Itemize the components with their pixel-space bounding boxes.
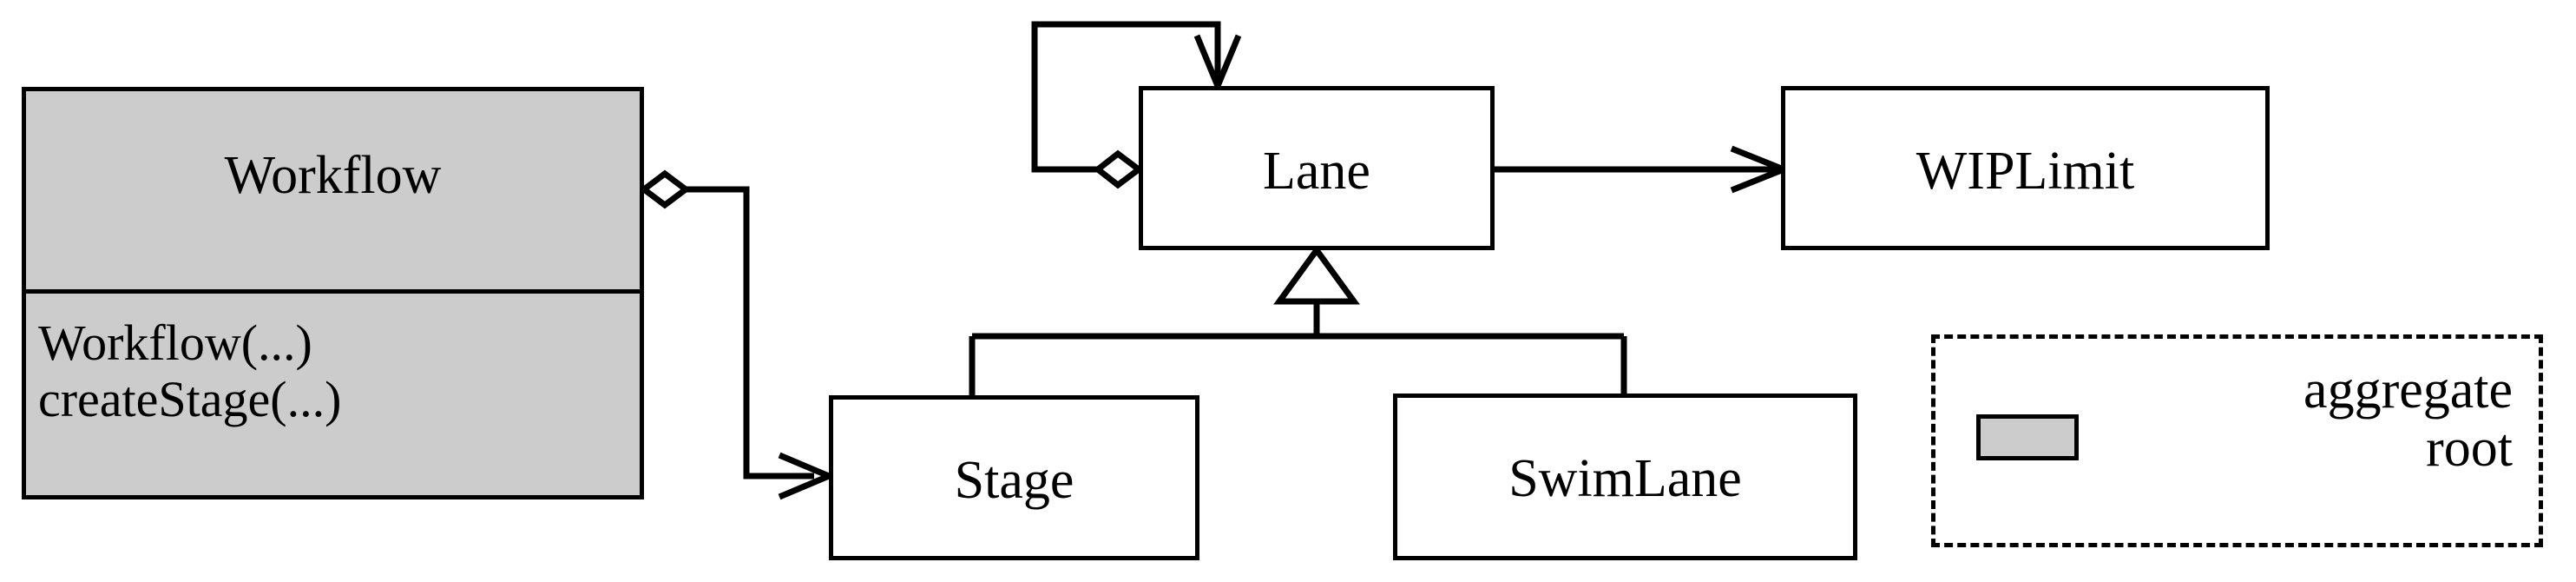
- method-item: createStage(...): [38, 370, 342, 427]
- legend-label-line: aggregate: [2303, 360, 2513, 420]
- class-name-lane: Lane: [1263, 142, 1370, 201]
- legend: aggregate root: [1931, 334, 2543, 547]
- open-arrow-icon: [778, 452, 838, 500]
- edge-workflow-contains-stage: [639, 169, 838, 500]
- open-arrow-icon: [1730, 145, 1792, 194]
- class-box-swimlane[interactable]: SwimLane: [1393, 394, 1857, 560]
- class-box-workflow[interactable]: Workflow Workflow(...) createStage(...): [22, 87, 644, 499]
- legend-label-line: root: [2426, 418, 2513, 478]
- legend-swatch-aggregate-root: [1976, 414, 2079, 460]
- edge-generalization-to-lane: [969, 245, 1627, 395]
- compartment-divider: [26, 289, 640, 294]
- legend-label-aggregate-root: aggregate root: [2092, 361, 2513, 478]
- hollow-diamond-icon: [1093, 149, 1144, 189]
- method-item: Workflow(...): [38, 314, 312, 371]
- open-arrow-icon: [1193, 34, 1242, 95]
- hollow-triangle-icon: [1273, 245, 1360, 305]
- edge-lane-uses-wiplimit: [1495, 145, 1792, 194]
- class-name-stage: Stage: [954, 451, 1074, 510]
- class-box-wiplimit[interactable]: WIPLimit: [1781, 86, 2270, 250]
- class-name-wiplimit: WIPLimit: [1916, 142, 2135, 201]
- hollow-diamond-icon: [639, 169, 691, 209]
- class-box-stage[interactable]: Stage: [829, 395, 1199, 560]
- class-name-swimlane: SwimLane: [1508, 449, 1742, 508]
- class-methods-workflow: Workflow(...) createStage(...): [38, 314, 634, 428]
- class-name-workflow: Workflow: [224, 146, 442, 205]
- class-box-lane[interactable]: Lane: [1139, 86, 1495, 250]
